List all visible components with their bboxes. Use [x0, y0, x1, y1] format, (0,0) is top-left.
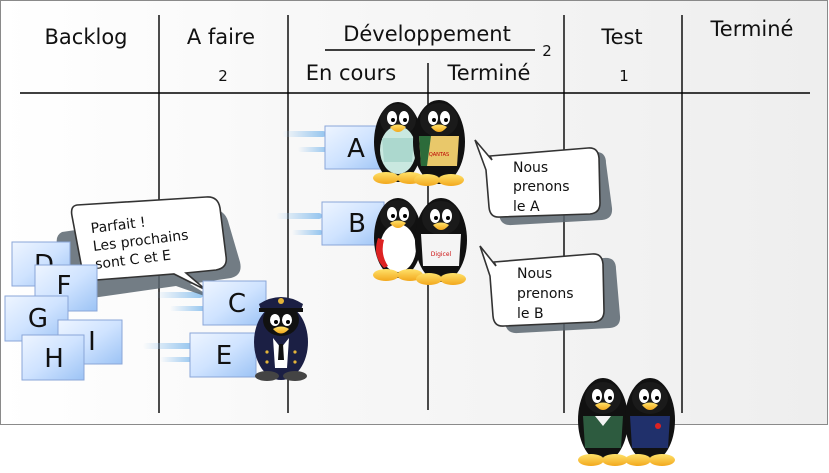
motion-streak	[282, 131, 326, 137]
motion-streak	[143, 343, 193, 349]
card-c[interactable]: C	[202, 280, 267, 326]
column-title-en-cours: En cours	[306, 61, 397, 85]
wip-limit-test: 1	[619, 67, 629, 85]
penguin-team-b-left	[373, 198, 423, 281]
bubble-line: Nous	[513, 160, 548, 176]
backlog-cards: D F G I H	[4, 241, 123, 381]
column-title-backlog: Backlog	[45, 25, 128, 49]
bubble-line: Nous	[517, 266, 552, 282]
bubble-line: prenons	[513, 179, 570, 195]
column-title-dev-termine: Terminé	[447, 61, 531, 85]
penguin-pilot-manager	[254, 297, 308, 381]
card-b[interactable]: B	[321, 201, 385, 246]
penguin-team-b-right: Digicel	[415, 198, 467, 285]
penguin-bottom-left	[578, 378, 628, 466]
motion-streak	[276, 213, 322, 219]
bubble-line: le A	[513, 199, 540, 215]
motion-streak	[292, 230, 322, 235]
jersey-sponsor-text: QANTAS	[429, 152, 449, 158]
motion-streak	[170, 306, 204, 311]
bubble-line: Parfait !	[90, 215, 147, 238]
column-title-termine: Terminé	[710, 17, 794, 41]
svg-text:C: C	[228, 289, 246, 319]
motion-streak	[160, 357, 194, 362]
penguin-bottom-right	[625, 378, 675, 466]
column-title-test: Test	[600, 25, 642, 49]
card-g[interactable]: G	[4, 295, 69, 342]
wip-limit-developpement: 2	[542, 42, 552, 60]
column-title-a-faire: A faire	[187, 25, 255, 49]
wip-limit-a-faire: 2	[218, 67, 228, 85]
team-b-speech-bubble: Nous prenons le B	[479, 245, 621, 334]
card-h[interactable]: H	[21, 334, 85, 381]
svg-text:G: G	[28, 304, 48, 334]
penguin-team-a-right: QANTAS	[413, 100, 465, 186]
column-title-developpement: Développement	[343, 22, 511, 46]
motion-streak	[155, 292, 203, 298]
bubble-line: prenons	[517, 286, 574, 302]
bubble-line: le B	[517, 306, 544, 322]
svg-text:I: I	[88, 327, 96, 357]
bubble-body	[70, 196, 228, 291]
svg-text:A: A	[347, 134, 365, 164]
jersey-sponsor-text: Digicel	[431, 251, 452, 258]
motion-streak	[298, 147, 328, 152]
penguin-team-a-left	[373, 102, 423, 184]
card-e[interactable]: E	[189, 332, 257, 378]
team-a-speech-bubble: Nous prenons le A	[474, 139, 613, 226]
motion-streaks	[143, 131, 328, 362]
column-headers: Backlog A faire Développement En cours T…	[45, 17, 794, 85]
svg-text:E: E	[216, 341, 232, 371]
svg-text:H: H	[44, 344, 64, 374]
svg-text:F: F	[57, 271, 72, 301]
svg-text:B: B	[348, 209, 366, 239]
manager-speech-bubble: Parfait ! Les prochains sont C et E	[56, 196, 241, 300]
